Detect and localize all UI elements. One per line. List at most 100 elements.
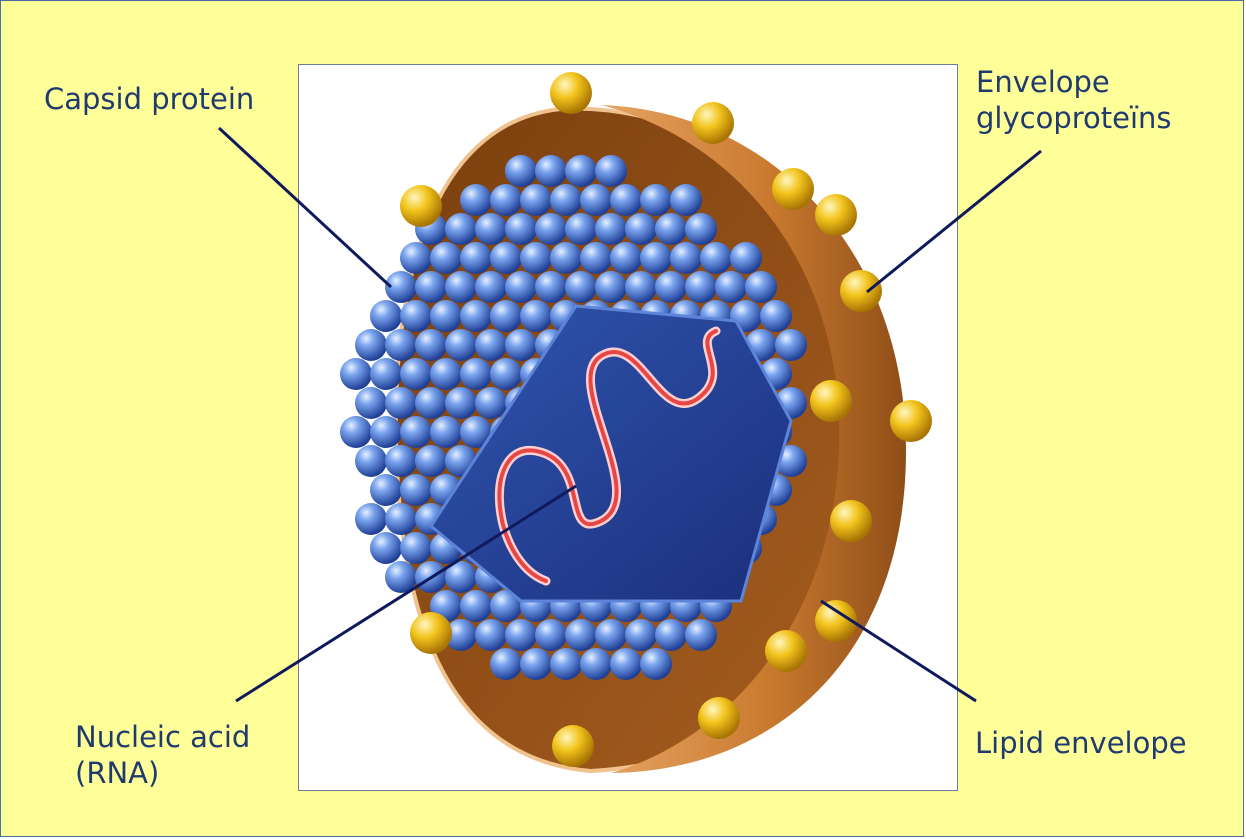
capsid-bead [460, 184, 492, 216]
glycoprotein-knob [765, 630, 807, 672]
capsid-bead [385, 329, 417, 361]
capsid-bead [535, 213, 567, 245]
capsid-bead [340, 416, 372, 448]
capsid-bead [625, 619, 657, 651]
capsid-bead [700, 242, 732, 274]
capsid-bead [550, 184, 582, 216]
capsid-bead [445, 271, 477, 303]
capsid-bead [565, 271, 597, 303]
capsid-bead [610, 184, 642, 216]
capsid-bead [610, 648, 642, 680]
glycoprotein-knob [410, 612, 452, 654]
glycoprotein-knob [890, 400, 932, 442]
glycoprotein-knob [815, 194, 857, 236]
glycoprotein-knob [810, 380, 852, 422]
capsid-bead [565, 213, 597, 245]
capsid-bead [655, 271, 687, 303]
capsid-bead [430, 242, 462, 274]
capsid-bead [535, 619, 567, 651]
capsid-bead [490, 648, 522, 680]
capsid-bead [445, 213, 477, 245]
capsid-bead [400, 300, 432, 332]
capsid-bead [445, 329, 477, 361]
capsid-bead [535, 271, 567, 303]
capsid-bead [415, 445, 447, 477]
capsid-bead [610, 242, 642, 274]
capsid-bead [730, 242, 762, 274]
capsid-bead [445, 387, 477, 419]
capsid-bead [370, 300, 402, 332]
glycoprotein-knob [550, 72, 592, 114]
glycoprotein-knob [830, 500, 872, 542]
capsid-bead [460, 242, 492, 274]
capsid-bead [775, 329, 807, 361]
capsid-bead [685, 213, 717, 245]
capsid-bead [520, 184, 552, 216]
capsid-bead [460, 300, 492, 332]
capsid-bead [760, 300, 792, 332]
capsid-bead [550, 648, 582, 680]
glycoprotein-knob [698, 697, 740, 739]
capsid-bead [520, 648, 552, 680]
capsid-bead [430, 358, 462, 390]
glycoprotein-knob [552, 725, 594, 767]
capsid-bead [460, 590, 492, 622]
capsid-bead [535, 155, 567, 187]
capsid-bead [550, 242, 582, 274]
capsid-bead [670, 242, 702, 274]
capsid-bead [370, 532, 402, 564]
capsid-bead [475, 619, 507, 651]
glycoprotein-knob [692, 102, 734, 144]
capsid-bead [355, 329, 387, 361]
label-lipid-envelope: Lipid envelope [975, 725, 1187, 761]
capsid-bead [580, 648, 612, 680]
capsid-bead [415, 329, 447, 361]
label-capsid-protein: Capsid protein [44, 81, 254, 117]
capsid-bead [385, 503, 417, 535]
capsid-bead [490, 242, 522, 274]
capsid-bead [475, 329, 507, 361]
capsid-bead [640, 242, 672, 274]
capsid-bead [370, 474, 402, 506]
capsid-bead [460, 358, 492, 390]
capsid-bead [625, 271, 657, 303]
capsid-bead [340, 358, 372, 390]
capsid-bead [490, 184, 522, 216]
capsid-bead [415, 387, 447, 419]
capsid-bead [475, 213, 507, 245]
label-nucleic-acid: Nucleic acid (RNA) [75, 719, 250, 791]
capsid-bead [565, 155, 597, 187]
capsid-bead [355, 387, 387, 419]
capsid-bead [400, 474, 432, 506]
capsid-bead [370, 416, 402, 448]
capsid-bead [580, 242, 612, 274]
capsid-bead [475, 271, 507, 303]
capsid-bead [355, 503, 387, 535]
capsid-bead [580, 184, 612, 216]
capsid-bead [400, 532, 432, 564]
capsid-bead [490, 358, 522, 390]
capsid-bead [655, 619, 687, 651]
glycoprotein-knob [840, 270, 882, 312]
capsid-bead [595, 213, 627, 245]
capsid-bead [505, 213, 537, 245]
capsid-bead [505, 619, 537, 651]
capsid-bead [595, 155, 627, 187]
capsid-bead [400, 416, 432, 448]
capsid-bead [430, 416, 462, 448]
capsid-bead [625, 213, 657, 245]
capsid-bead [670, 184, 702, 216]
label-envelope-glycoproteins: Envelope glycoproteïns [976, 64, 1172, 136]
capsid-bead [520, 300, 552, 332]
capsid-bead [685, 619, 717, 651]
capsid-bead [595, 619, 627, 651]
capsid-bead [370, 358, 402, 390]
capsid-bead [385, 445, 417, 477]
capsid-bead [595, 271, 627, 303]
capsid-bead [640, 648, 672, 680]
capsid-bead [430, 300, 462, 332]
capsid-bead [640, 184, 672, 216]
capsid-bead [565, 619, 597, 651]
capsid-bead [715, 271, 747, 303]
